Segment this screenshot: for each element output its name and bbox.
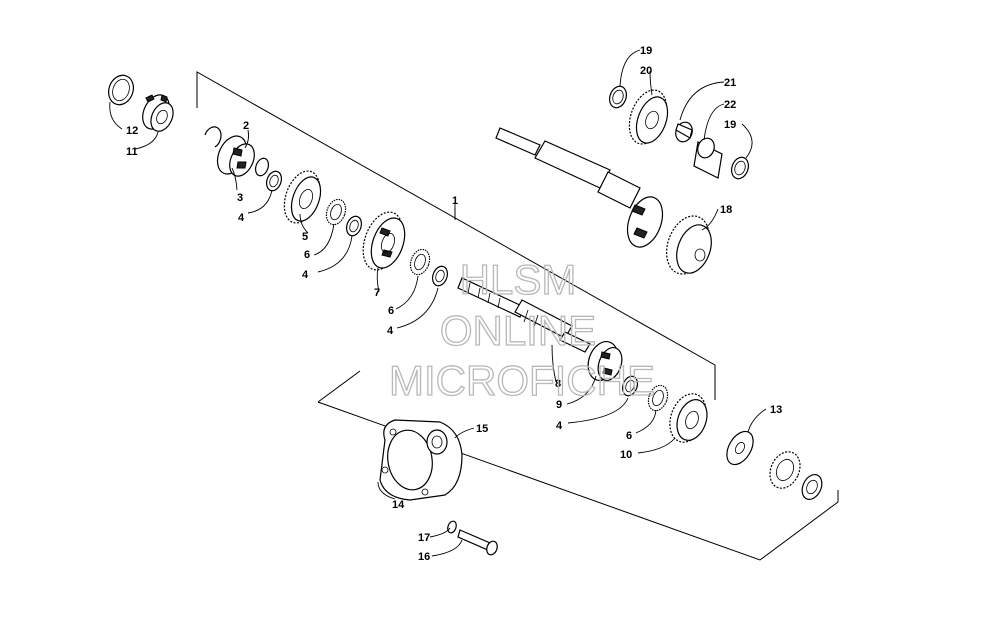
callout-19: 19 (640, 45, 652, 57)
part-3-hub (216, 135, 255, 177)
part-8-shaft (457, 277, 591, 353)
callout-20: 20 (640, 65, 652, 77)
part-20-gear (628, 89, 669, 145)
leader-lines (109, 49, 767, 557)
part-4-washer-d (621, 375, 639, 397)
watermark-line-1: HLSM (460, 256, 577, 303)
callout-4: 4 (302, 269, 309, 281)
callout-15: 15 (476, 423, 488, 435)
callout-18: 18 (720, 204, 732, 216)
callout-6: 6 (388, 305, 394, 317)
watermark-line-3: MICROFICHE (389, 357, 655, 404)
part-7-gear (362, 211, 406, 271)
part-21-bushing (675, 121, 693, 143)
part-6-bearing-a (325, 198, 347, 226)
part-19-washer-a (608, 85, 628, 109)
callout-12: 12 (126, 125, 138, 137)
watermark: HLSM ONLINE MICROFICHE (388, 255, 655, 404)
watermark-line-2: ONLINE (440, 307, 596, 354)
part-19-washer-b (730, 156, 750, 180)
assembly-bracket-main (196, 71, 716, 400)
part-11-gear (142, 94, 174, 132)
part-10-gear (669, 393, 708, 443)
callout-22: 22 (724, 99, 736, 111)
part-4-washer-a (265, 170, 283, 192)
part-18-shaft (495, 127, 712, 275)
part-6-bearing-b (409, 248, 431, 276)
part-17-washer (447, 520, 457, 534)
callout-14: 14 (392, 499, 405, 511)
callout-4: 4 (387, 325, 394, 337)
callout-6: 6 (304, 249, 310, 261)
callout-13: 13 (770, 404, 782, 416)
callout-4: 4 (238, 212, 245, 224)
callout-9: 9 (556, 399, 562, 411)
part-4-washer-c (431, 265, 449, 287)
callout-16: 16 (418, 551, 430, 563)
assembly-bracket-cover (317, 370, 839, 561)
callout-2: 2 (243, 120, 249, 132)
part-4-washer-b (345, 215, 363, 237)
callout-11: 11 (126, 146, 138, 158)
part-22-sleeve (693, 137, 723, 179)
callout-8: 8 (555, 378, 561, 390)
part-12-snap-ring (108, 74, 134, 106)
part-14-15-cover (379, 419, 463, 501)
callout-21: 21 (724, 77, 736, 89)
part-16-bolt (457, 529, 498, 556)
part-2-snap-ring (204, 126, 270, 177)
part-13-washer (726, 430, 754, 466)
bearing-assembly (769, 451, 823, 500)
callout-7: 7 (374, 287, 380, 299)
part-9-hub (587, 341, 623, 382)
callout-5: 5 (302, 231, 308, 243)
callout-1: 1 (452, 195, 458, 207)
callout-4: 4 (556, 420, 563, 432)
callout-6: 6 (626, 430, 632, 442)
callout-19: 19 (724, 119, 736, 131)
part-6-bearing-c (647, 384, 669, 412)
callout-10: 10 (620, 449, 632, 461)
callout-labels: 1 2 3 4 4 4 4 5 6 6 6 7 8 9 10 11 12 13 … (126, 45, 782, 563)
callout-3: 3 (237, 192, 243, 204)
callout-17: 17 (418, 532, 430, 544)
part-5-gear (283, 170, 322, 224)
